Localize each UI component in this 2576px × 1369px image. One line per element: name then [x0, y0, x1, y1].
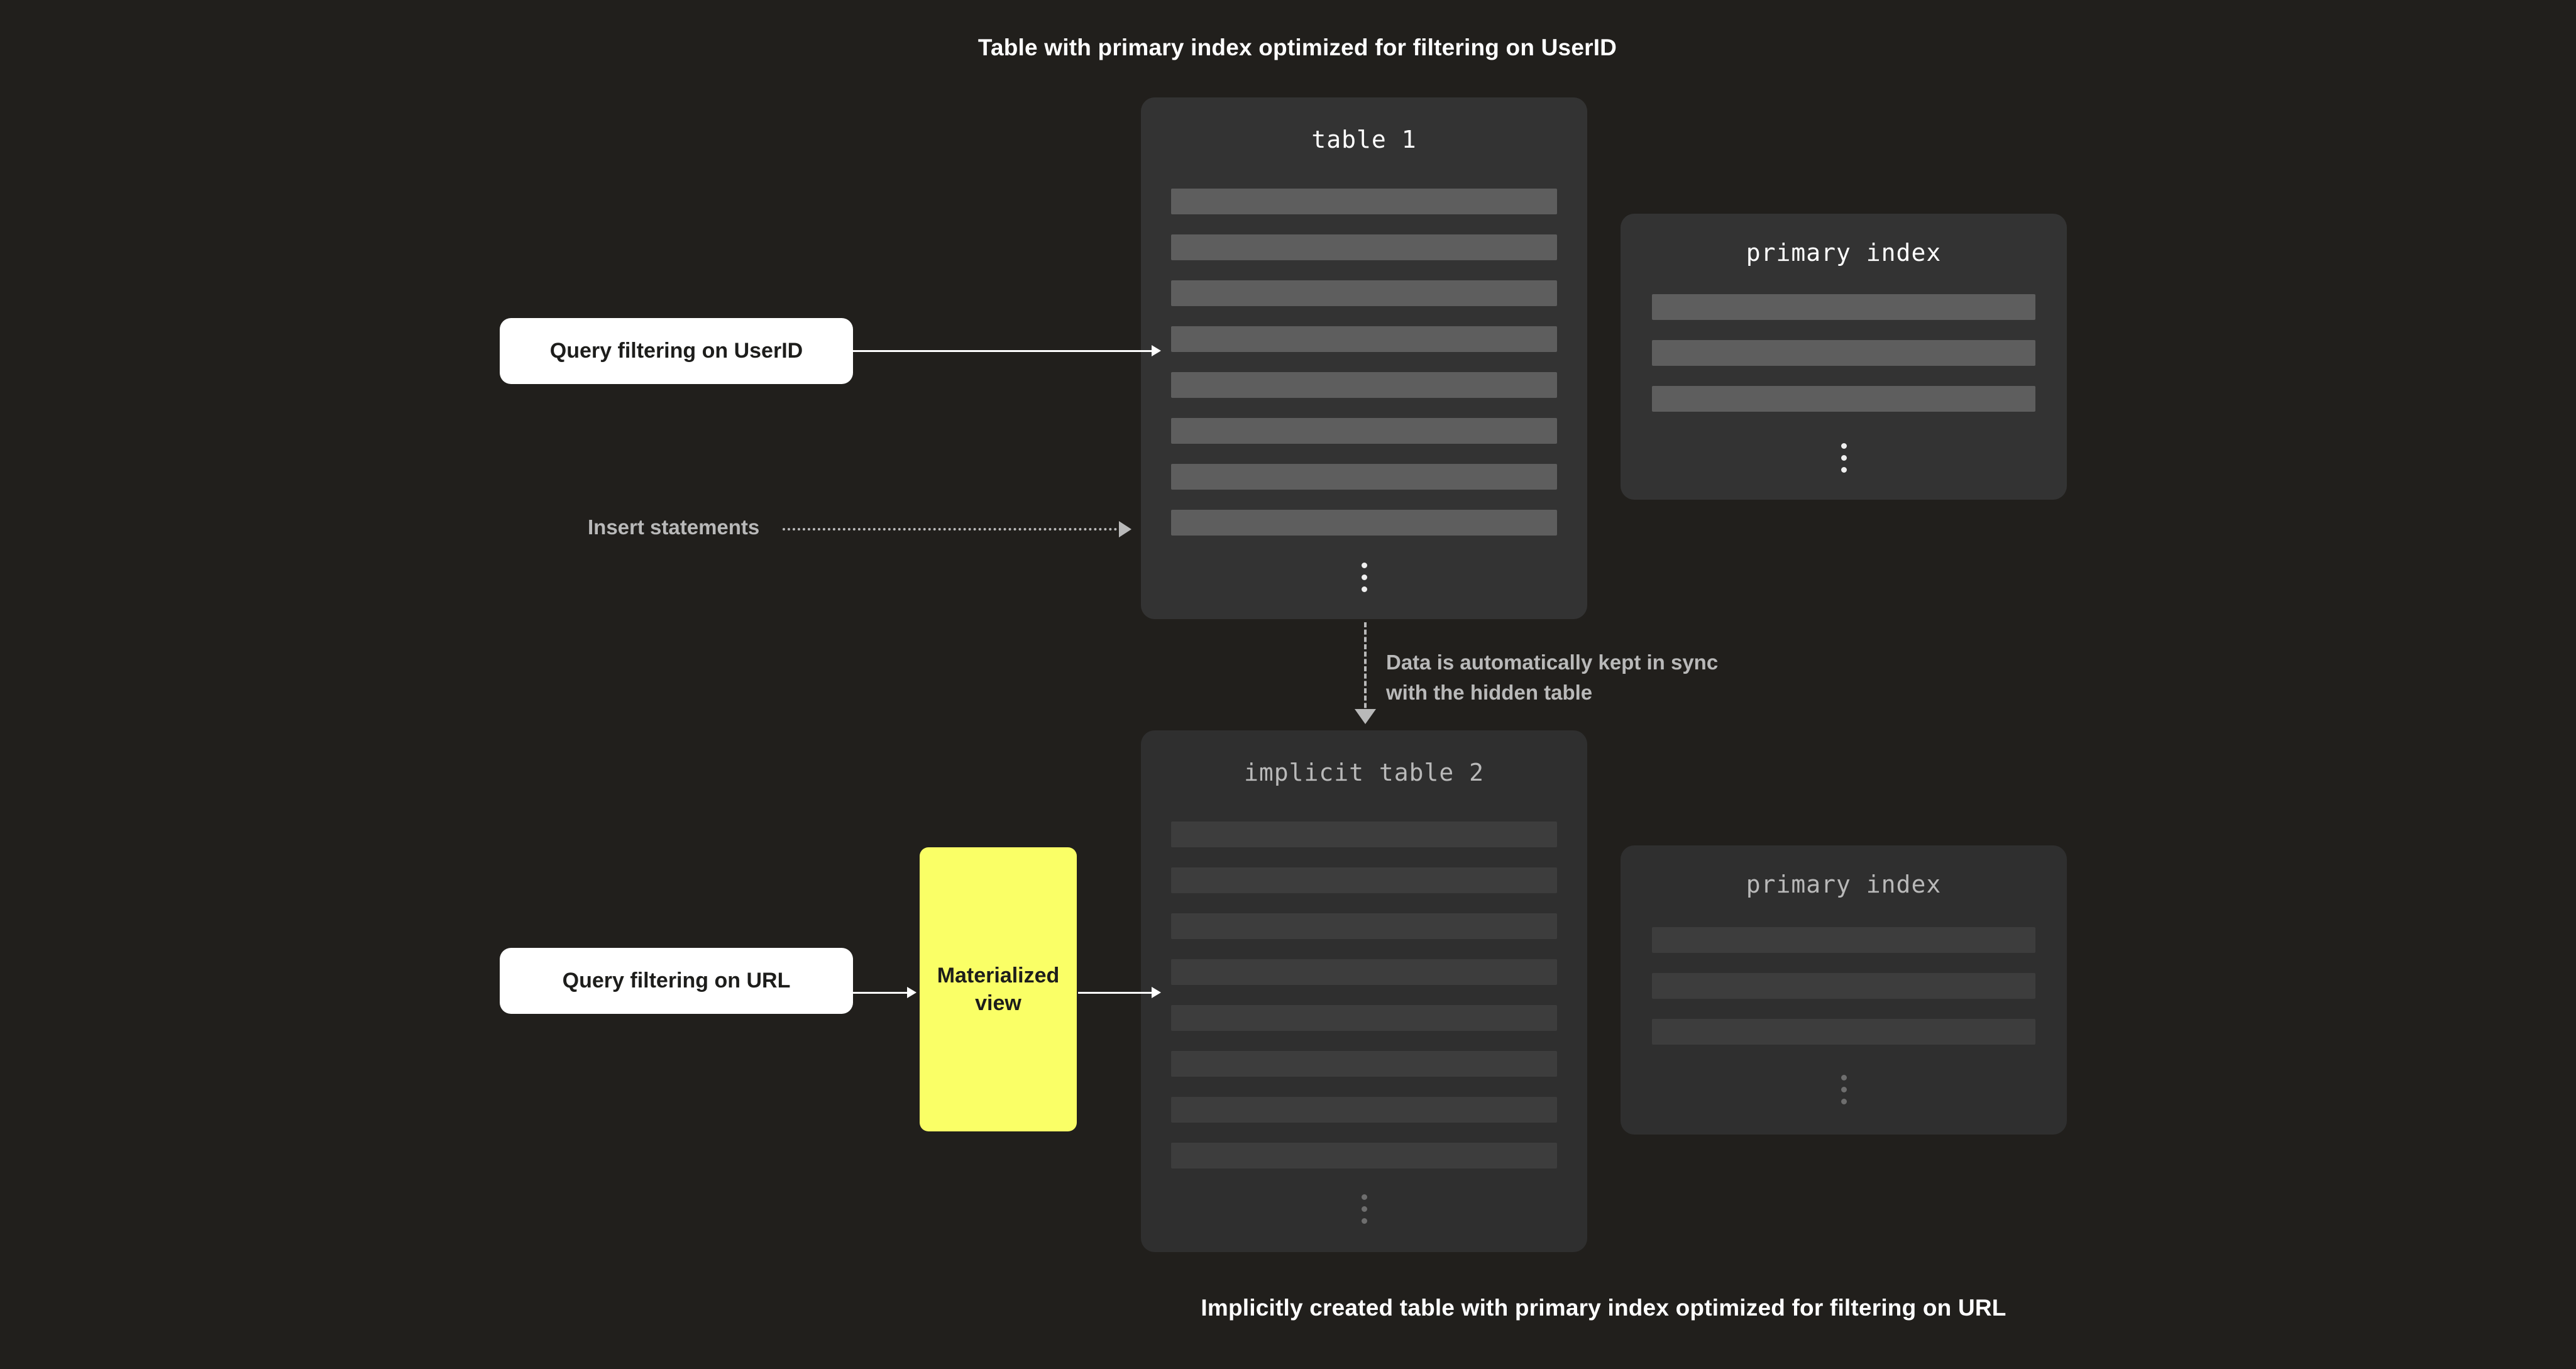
table-row	[1171, 1143, 1557, 1168]
index-row	[1652, 927, 2035, 953]
index-row	[1652, 973, 2035, 999]
table-1-title: table 1	[1311, 126, 1417, 153]
primary-index-bottom-rows	[1652, 927, 2035, 1045]
table-row	[1171, 1005, 1557, 1031]
table-row	[1171, 418, 1557, 444]
query-filtering-on-url-node[interactable]: Query filtering on URL	[500, 948, 853, 1014]
arrow-head-icon	[1152, 345, 1161, 356]
primary-index-top-title: primary index	[1746, 239, 1942, 267]
table-row	[1171, 234, 1557, 260]
index-row	[1652, 340, 2035, 366]
table-row	[1171, 913, 1557, 939]
primary-index-bottom-more-rows-ellipsis	[1831, 1075, 1856, 1111]
table-row	[1171, 959, 1557, 985]
arrow-head-icon	[907, 987, 916, 998]
edge-query-url-to-materialized-view	[853, 992, 908, 994]
table-row	[1171, 280, 1557, 306]
arrow-head-icon	[1152, 987, 1161, 998]
index-row	[1652, 294, 2035, 320]
insert-statements-label: Insert statements	[588, 515, 760, 539]
edge-query-userid-to-table1	[853, 350, 1153, 352]
implicit-table-2-more-rows-ellipsis	[1351, 1194, 1377, 1230]
table-row	[1171, 326, 1557, 352]
primary-index-top-more-rows-ellipsis	[1831, 443, 1856, 479]
materialized-view-node[interactable]: Materialized view	[920, 847, 1077, 1131]
table-row	[1171, 867, 1557, 893]
implicit-table-2-title: implicit table 2	[1243, 759, 1485, 786]
implicit-table-2-panel: implicit table 2	[1141, 730, 1587, 1252]
table-row	[1171, 1097, 1557, 1123]
top-caption: Table with primary index optimized for f…	[977, 35, 1617, 60]
edge-insert-statements	[783, 528, 1122, 531]
edge-sync-table1-to-table2	[1364, 622, 1367, 715]
arrow-head-icon	[1355, 709, 1376, 724]
table-row	[1171, 189, 1557, 214]
sync-note-label: Data is automatically kept in sync with …	[1386, 651, 1719, 704]
table-row	[1171, 822, 1557, 847]
edge-materialized-view-to-table2	[1078, 992, 1153, 994]
primary-index-bottom-panel: primary index	[1621, 845, 2067, 1135]
table-row	[1171, 1051, 1557, 1077]
table-row	[1171, 464, 1557, 490]
arrow-head-icon	[1119, 521, 1131, 537]
table-1-rows	[1171, 189, 1557, 536]
table-row	[1171, 510, 1557, 536]
query-filtering-on-userid-node[interactable]: Query filtering on UserID	[500, 318, 853, 384]
table-row	[1171, 372, 1557, 398]
bottom-caption: Implicitly created table with primary in…	[1201, 1295, 2006, 1321]
index-row	[1652, 386, 2035, 412]
implicit-table-2-rows	[1171, 822, 1557, 1168]
primary-index-top-panel: primary index	[1621, 214, 2067, 500]
table-1-more-rows-ellipsis	[1351, 563, 1377, 598]
table-1-panel: table 1	[1141, 97, 1587, 619]
primary-index-top-rows	[1652, 294, 2035, 412]
primary-index-bottom-title: primary index	[1746, 871, 1942, 898]
index-row	[1652, 1019, 2035, 1045]
